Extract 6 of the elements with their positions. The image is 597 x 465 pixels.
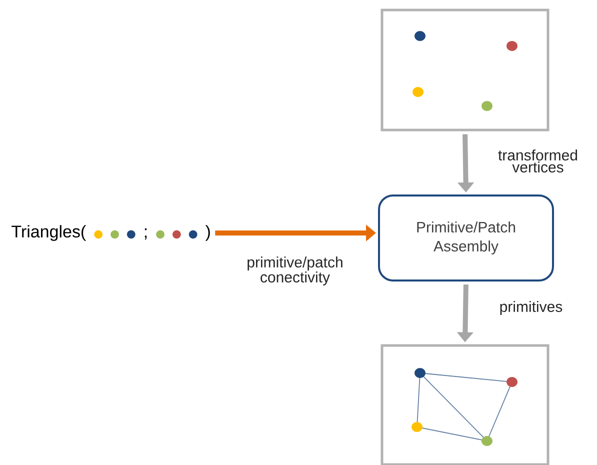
edge-label: primitive/patch conectivity [248, 256, 342, 286]
edge-label: transformed vertices [498, 149, 578, 172]
process-box: Primitive/Patch Assembly [378, 194, 554, 282]
picture-panel [380, 344, 550, 465]
edge-label: primitives [500, 301, 562, 315]
picture-panel [380, 8, 550, 132]
